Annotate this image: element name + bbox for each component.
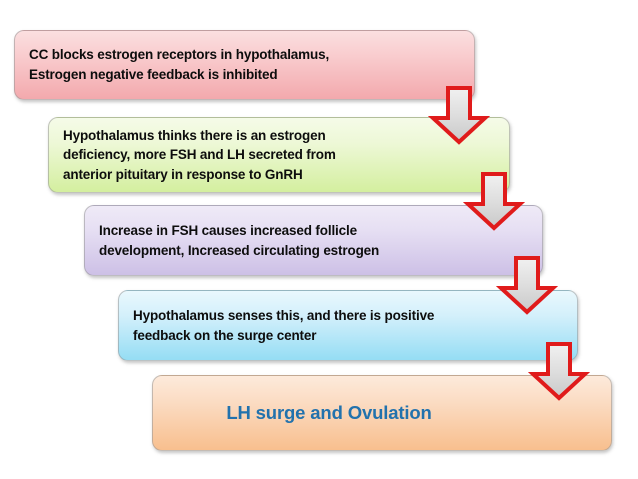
flow-node-4[interactable]: Hypothalamus senses this, and there is p… <box>118 290 578 361</box>
flow-node-2-label: Hypothalamus thinks there is an estrogen… <box>63 127 336 182</box>
flow-node-5-outcome[interactable]: LH surge and Ovulation <box>152 375 612 451</box>
flow-node-3[interactable]: Increase in FSH causes increased follicl… <box>84 205 543 276</box>
flow-node-1[interactable]: CC blocks estrogen receptors in hypothal… <box>14 30 475 100</box>
flow-node-2[interactable]: Hypothalamus thinks there is an estrogen… <box>48 117 510 193</box>
flow-node-4-label: Hypothalamus senses this, and there is p… <box>133 307 435 343</box>
flow-node-1-label: CC blocks estrogen receptors in hypothal… <box>29 47 330 82</box>
flow-node-3-label: Increase in FSH causes increased follicl… <box>99 222 380 258</box>
flow-node-5-label: LH surge and Ovulation <box>226 401 432 423</box>
